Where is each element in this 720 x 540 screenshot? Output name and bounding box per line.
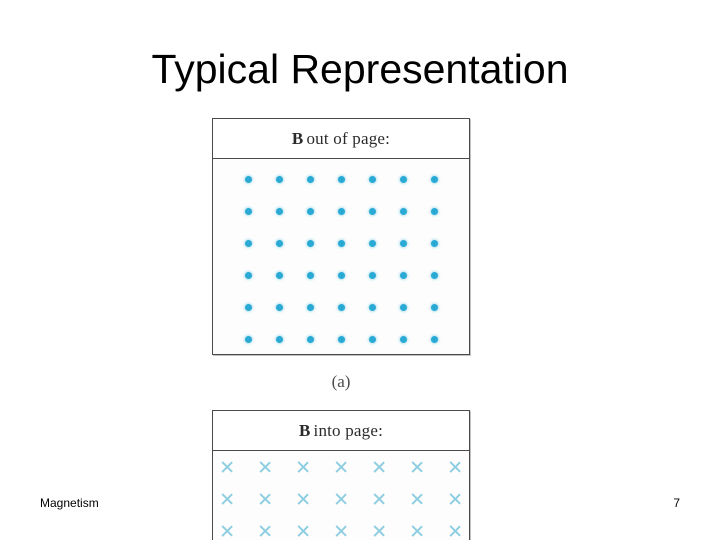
field-out-dot-icon <box>399 335 407 343</box>
field-out-dot-icon <box>244 175 252 183</box>
field-out-dot-icon <box>244 335 252 343</box>
field-into-cross-icon <box>220 523 234 539</box>
footer-page-number: 7 <box>673 496 680 510</box>
field-into-cross-icon <box>448 523 462 539</box>
field-out-dot-icon <box>306 303 314 311</box>
field-out-dot-icon <box>337 271 345 279</box>
cross-row <box>213 515 469 540</box>
page-title: Typical Representation <box>151 46 569 92</box>
dot-row <box>213 259 469 291</box>
panel-header-text: into page: <box>313 420 384 440</box>
field-out-dot-icon <box>430 239 438 247</box>
field-out-dot-icon <box>430 303 438 311</box>
field-into-cross-icon <box>334 459 348 475</box>
dot-row <box>213 291 469 323</box>
magnetic-field-figure: B out of page: <box>212 118 472 540</box>
field-out-dot-icon <box>275 175 283 183</box>
field-out-dot-icon <box>430 207 438 215</box>
field-into-cross-icon <box>220 491 234 507</box>
field-out-dot-icon <box>306 239 314 247</box>
field-out-dot-icon <box>244 239 252 247</box>
field-out-dot-icon <box>399 207 407 215</box>
field-into-cross-icon <box>372 459 386 475</box>
field-out-dot-icon <box>368 303 376 311</box>
panel-b-into-page: B into page: <box>212 410 470 540</box>
panel-header-b-out-of-page: B out of page: <box>213 119 469 159</box>
field-out-dot-icon <box>337 303 345 311</box>
field-into-cross-icon <box>410 523 424 539</box>
field-out-dot-icon <box>430 335 438 343</box>
field-out-dot-icon <box>306 175 314 183</box>
field-out-dot-icon <box>399 175 407 183</box>
cross-row <box>213 483 469 515</box>
b-symbol-label: B <box>291 128 304 148</box>
field-out-dot-icon <box>368 175 376 183</box>
dot-marker-grid <box>213 159 469 354</box>
figure-caption-a: (a) <box>331 372 351 391</box>
field-out-dot-icon <box>275 239 283 247</box>
field-into-cross-icon <box>258 523 272 539</box>
field-out-dot-icon <box>306 207 314 215</box>
field-out-dot-icon <box>368 207 376 215</box>
field-into-cross-icon <box>296 523 310 539</box>
field-into-cross-icon <box>296 459 310 475</box>
field-out-dot-icon <box>337 239 345 247</box>
field-into-cross-icon <box>372 491 386 507</box>
dot-row <box>213 323 469 355</box>
field-out-dot-icon <box>399 303 407 311</box>
field-into-cross-icon <box>258 491 272 507</box>
field-out-dot-icon <box>244 207 252 215</box>
field-out-dot-icon <box>337 207 345 215</box>
field-out-dot-icon <box>275 303 283 311</box>
field-out-dot-icon <box>306 335 314 343</box>
field-out-dot-icon <box>337 175 345 183</box>
field-into-cross-icon <box>334 523 348 539</box>
panel-header-text: out of page: <box>306 128 391 148</box>
field-out-dot-icon <box>244 303 252 311</box>
field-out-dot-icon <box>368 271 376 279</box>
footer-section-label: Magnetism <box>40 496 99 510</box>
field-out-dot-icon <box>399 239 407 247</box>
field-out-dot-icon <box>275 335 283 343</box>
field-out-dot-icon <box>244 271 252 279</box>
field-into-cross-icon <box>334 491 348 507</box>
panel-header-b-into-page: B into page: <box>213 411 469 451</box>
field-into-cross-icon <box>258 459 272 475</box>
field-out-dot-icon <box>399 271 407 279</box>
field-out-dot-icon <box>306 271 314 279</box>
dot-row <box>213 195 469 227</box>
field-into-cross-icon <box>296 491 310 507</box>
field-out-dot-icon <box>337 335 345 343</box>
cross-marker-grid <box>213 451 469 540</box>
field-out-dot-icon <box>430 175 438 183</box>
field-into-cross-icon <box>448 459 462 475</box>
dot-row <box>213 227 469 259</box>
cross-row <box>213 451 469 483</box>
field-into-cross-icon <box>220 459 234 475</box>
panel-b-out-of-page: B out of page: <box>212 118 470 355</box>
b-symbol-label: B <box>298 420 311 440</box>
panel-body-b-into-page <box>213 451 469 540</box>
panel-body-b-out-of-page <box>213 159 469 354</box>
field-out-dot-icon <box>275 271 283 279</box>
field-out-dot-icon <box>275 207 283 215</box>
field-into-cross-icon <box>410 491 424 507</box>
field-out-dot-icon <box>368 239 376 247</box>
dot-row <box>213 163 469 195</box>
field-into-cross-icon <box>372 523 386 539</box>
field-into-cross-icon <box>410 459 424 475</box>
field-into-cross-icon <box>448 491 462 507</box>
field-out-dot-icon <box>368 335 376 343</box>
field-out-dot-icon <box>430 271 438 279</box>
